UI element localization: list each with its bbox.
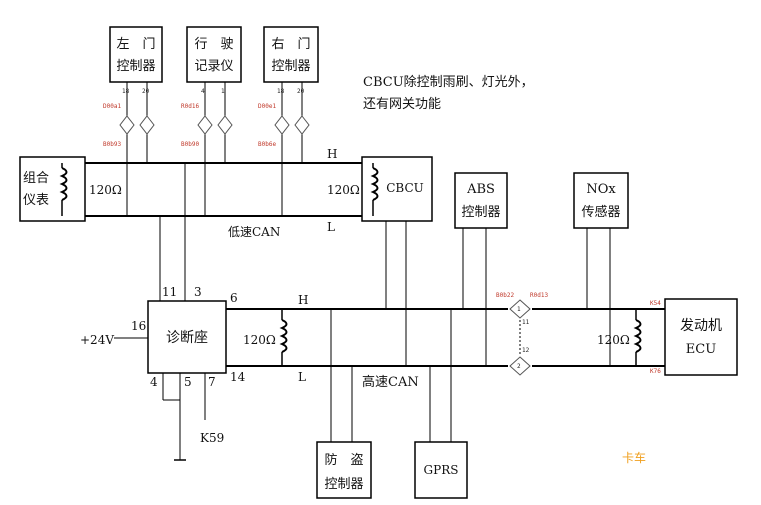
tachograph: 行 驶 记录仪 [186,26,242,83]
svg-text:7: 7 [208,375,216,389]
engine-coil-icon [633,319,642,353]
svg-text:CBCU: CBCU [386,181,424,195]
svg-text:控制器: 控制器 [461,205,500,220]
svg-text:ABS: ABS [466,182,495,197]
engine-pin-k76: K76 [650,368,661,375]
high-speed-can-bus [226,308,665,367]
svg-text:4: 4 [201,88,205,95]
right-door-controller: 右 门 控制器 [263,26,319,83]
abs-wires [462,228,487,366]
antitheft-controller: 防 盗 控制器 [316,441,372,499]
bus-l-label-low: L [327,220,335,234]
cbcu-coil-icon [370,167,379,201]
svg-text:诊断座: 诊断座 [166,330,208,346]
bus-l-label-high: L [298,370,306,384]
svg-text:行 驶: 行 驶 [194,37,233,52]
low-speed-can-label: 低速CAN [228,225,280,239]
instrument-cluster: 组合 仪表 [19,156,86,222]
svg-text:5: 5 [184,375,192,389]
top-connectors [119,115,310,135]
gprs-wires [429,309,452,442]
svg-text:R0d16: R0d16 [181,103,199,110]
svg-text:18: 18 [122,88,130,95]
bus-h-label-low: H [327,147,337,161]
engine-pin-k54: K54 [650,300,661,307]
cbcu-note-line-1: CBCU除控制雨刷、灯光外， [363,75,534,90]
k59-label: K59 [200,431,224,445]
svg-text:组合: 组合 [23,171,49,186]
svg-text:18: 18 [277,88,285,95]
svg-text:11: 11 [162,285,177,299]
high-speed-connector-codes: B0b22 R0d13 1 2 11 12 [496,292,548,370]
svg-text:12: 12 [522,347,530,354]
svg-text:D00a1: D00a1 [103,103,121,110]
power-label: +24V [80,333,114,347]
svg-text:NOx: NOx [586,182,616,197]
nox-wires [586,228,611,366]
cbcu-note-line-2: 还有网关功能 [363,97,441,112]
svg-text:仪表: 仪表 [23,193,49,208]
diag-termination-resistor: 120Ω [243,333,276,347]
svg-text:20: 20 [142,88,150,95]
antitheft-wires [330,309,353,442]
svg-text:B0b22: B0b22 [496,292,514,299]
svg-text:R0d13: R0d13 [530,292,548,299]
svg-text:B0b90: B0b90 [181,141,199,148]
svg-text:GPRS: GPRS [424,463,459,477]
cluster-termination-resistor: 120Ω [89,183,122,197]
diag-termination [279,309,288,366]
svg-text:防 盗: 防 盗 [324,452,363,468]
diag-wires [114,163,206,461]
cluster-coil-icon [59,167,68,201]
svg-text:控制器: 控制器 [324,477,363,492]
diag-pin-labels: 11 3 6 16 14 4 5 7 [131,285,246,389]
nox-sensor: NOx 传感器 [573,172,629,229]
svg-text:1: 1 [517,306,521,313]
svg-text:4: 4 [150,375,158,389]
svg-text:发动机: 发动机 [680,318,722,334]
svg-text:3: 3 [194,285,202,299]
svg-text:2: 2 [517,363,521,370]
engine-termination [633,309,642,366]
svg-text:传感器: 传感器 [581,204,620,220]
svg-text:6: 6 [230,291,238,305]
svg-text:记录仪: 记录仪 [194,59,233,74]
svg-text:控制器: 控制器 [271,59,310,74]
svg-text:D00e1: D00e1 [258,103,276,110]
svg-text:20: 20 [297,88,305,95]
svg-text:右 门: 右 门 [271,37,310,52]
abs-controller: ABS 控制器 [454,172,508,229]
svg-text:16: 16 [131,319,146,333]
engine-ecu: 发动机 ECU [664,298,738,376]
svg-text:11: 11 [522,319,530,326]
cbcu-module: CBCU [361,156,433,222]
cbcu-high-speed-wires [385,221,407,366]
svg-text:ECU: ECU [686,342,716,357]
svg-text:B0b6e: B0b6e [258,141,276,148]
svg-text:左 门: 左 门 [116,37,155,52]
top-connector-codes: D00a1 B0b93 R0d16 B0b90 D00e1 B0b6e 18 2… [103,88,305,148]
diagnostic-socket: 诊断座 [147,300,227,374]
high-speed-can-label: 高速CAN [362,374,419,390]
svg-text:B0b93: B0b93 [103,141,121,148]
low-speed-can-bus [75,162,362,217]
cbcu-termination-resistor: 120Ω [327,183,360,197]
engine-termination-resistor: 120Ω [597,333,630,347]
svg-text:14: 14 [230,370,246,384]
diag-coil-icon [279,319,288,353]
bus-h-label-high: H [298,293,308,307]
svg-text:控制器: 控制器 [116,59,155,74]
gprs-module: GPRS [414,441,468,499]
svg-text:1: 1 [221,88,225,95]
high-speed-connectors [509,299,531,376]
watermark: 卡车 [622,450,646,465]
left-door-controller: 左 门 控制器 [109,26,163,83]
